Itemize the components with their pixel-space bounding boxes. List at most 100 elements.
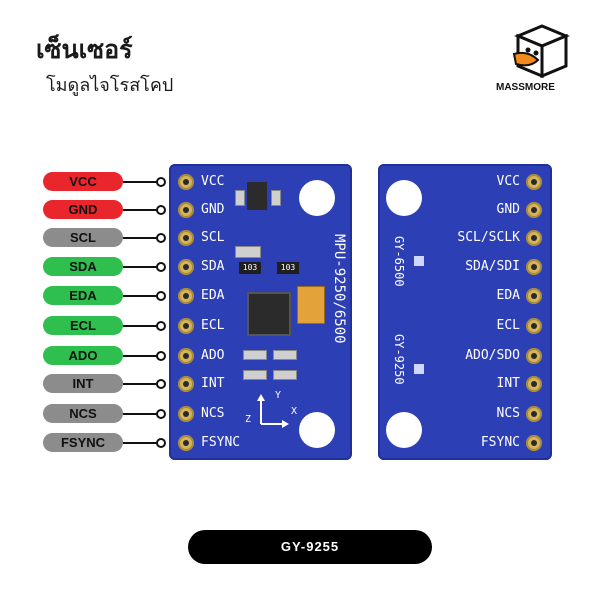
pin-pad	[178, 318, 194, 334]
silk-label: SCL/SCLK	[457, 230, 520, 245]
resistor-r2: 103	[277, 262, 299, 274]
pin-pad	[178, 259, 194, 275]
pin-leader-line	[123, 181, 157, 183]
silk-label: EDA	[201, 288, 225, 303]
pin-pad	[526, 376, 542, 392]
pin-pill-gnd: GND	[43, 200, 123, 219]
smd-component	[273, 370, 297, 380]
silk-label: GND	[201, 202, 225, 217]
smd-component	[243, 370, 267, 380]
pin-pad	[526, 230, 542, 246]
pin-pad	[526, 318, 542, 334]
model-label: GY-6500	[392, 236, 406, 287]
silk-label: ECL	[496, 318, 520, 333]
pin-pad	[178, 174, 194, 190]
pin-pad	[178, 376, 194, 392]
axis-x-label: X	[291, 406, 298, 417]
cube-mascot-icon	[512, 24, 570, 79]
pin-leader-dot	[156, 438, 166, 448]
tantalum-capacitor	[297, 286, 325, 324]
silk-label: VCC	[496, 174, 520, 189]
pin-pad	[526, 259, 542, 275]
pin-leader-line	[123, 383, 157, 385]
mpu-chip	[249, 294, 289, 334]
pin-pad	[526, 406, 542, 422]
silk-label: EDA	[496, 288, 520, 303]
pin-pad	[526, 202, 542, 218]
silk-label: VCC	[201, 174, 225, 189]
model-label: MPU-9250/6500	[331, 234, 347, 344]
pin-leader-line	[123, 355, 157, 357]
silk-label: NCS	[201, 406, 225, 421]
pin-pill-vcc: VCC	[43, 172, 123, 191]
smd-component	[271, 190, 281, 206]
pin-pill-int: INT	[43, 374, 123, 393]
pin-pill-scl: SCL	[43, 228, 123, 247]
back-board: VCC GND SCL/SCLK SDA/SDI EDA ECL ADO/SDO…	[378, 164, 552, 460]
pin-pad	[178, 348, 194, 364]
axis-arrows-icon	[257, 394, 289, 428]
silk-label: SDA/SDI	[465, 259, 520, 274]
pin-pill-ncs: NCS	[43, 404, 123, 423]
silk-label: SCL	[201, 230, 225, 245]
pin-pad	[178, 230, 194, 246]
pin-pad	[526, 435, 542, 451]
pin-leader-line	[123, 266, 157, 268]
pin-pad	[178, 288, 194, 304]
mounting-hole	[299, 412, 335, 448]
pin-pad	[178, 406, 194, 422]
silk-label: SDA	[201, 259, 225, 274]
pin-leader-line	[123, 295, 157, 297]
test-pad	[414, 256, 424, 266]
pin-leader-dot	[156, 291, 166, 301]
silk-label: ADO/SDO	[465, 348, 520, 363]
pin-leader-dot	[156, 321, 166, 331]
silk-label: NCS	[496, 406, 520, 421]
pin-pad	[178, 435, 194, 451]
axis-z-label: Z	[245, 414, 252, 425]
pin-pill-ado: ADO	[43, 346, 123, 365]
smd-component	[235, 190, 245, 206]
model-label: GY-9250	[392, 334, 406, 385]
silk-label: FSYNC	[480, 435, 520, 450]
pin-pad	[526, 348, 542, 364]
regulator-chip	[247, 182, 267, 210]
pin-pill-ecl: ECL	[43, 316, 123, 335]
silk-label: FSYNC	[201, 435, 241, 450]
silk-label: INT	[201, 376, 225, 391]
model-badge: GY-9255	[188, 530, 432, 564]
pin-pill-eda: EDA	[43, 286, 123, 305]
pin-leader-dot	[156, 177, 166, 187]
page-subtitle: โมดูลไจโรสโคป	[46, 75, 174, 96]
silk-label: ADO	[201, 348, 225, 363]
brand-name: MASSMORE	[496, 82, 555, 93]
pin-leader-dot	[156, 233, 166, 243]
mounting-hole	[299, 180, 335, 216]
pin-leader-line	[123, 209, 157, 211]
silk-label: INT	[496, 376, 520, 391]
pin-pill-fsync: FSYNC	[43, 433, 123, 452]
pin-leader-dot	[156, 379, 166, 389]
pin-pill-sda: SDA	[43, 257, 123, 276]
mounting-hole	[386, 412, 422, 448]
smd-component	[243, 350, 267, 360]
silk-label: GND	[496, 202, 520, 217]
pin-leader-dot	[156, 205, 166, 215]
pin-pad	[526, 288, 542, 304]
mounting-hole	[386, 180, 422, 216]
pin-leader-dot	[156, 351, 166, 361]
pin-leader-dot	[156, 409, 166, 419]
page-title: เซ็นเซอร์	[36, 35, 133, 64]
pin-leader-line	[123, 237, 157, 239]
resistor-r1: 103	[239, 262, 261, 274]
test-pad	[414, 364, 424, 374]
pin-leader-line	[123, 442, 157, 444]
smd-component	[273, 350, 297, 360]
pin-leader-line	[123, 325, 157, 327]
smd-component	[235, 246, 261, 258]
silk-label: ECL	[201, 318, 225, 333]
pin-leader-line	[123, 413, 157, 415]
pin-pad	[526, 174, 542, 190]
front-board: VCC GND SCL SDA EDA ECL ADO INT NCS FSYN…	[169, 164, 352, 460]
pin-pad	[178, 202, 194, 218]
